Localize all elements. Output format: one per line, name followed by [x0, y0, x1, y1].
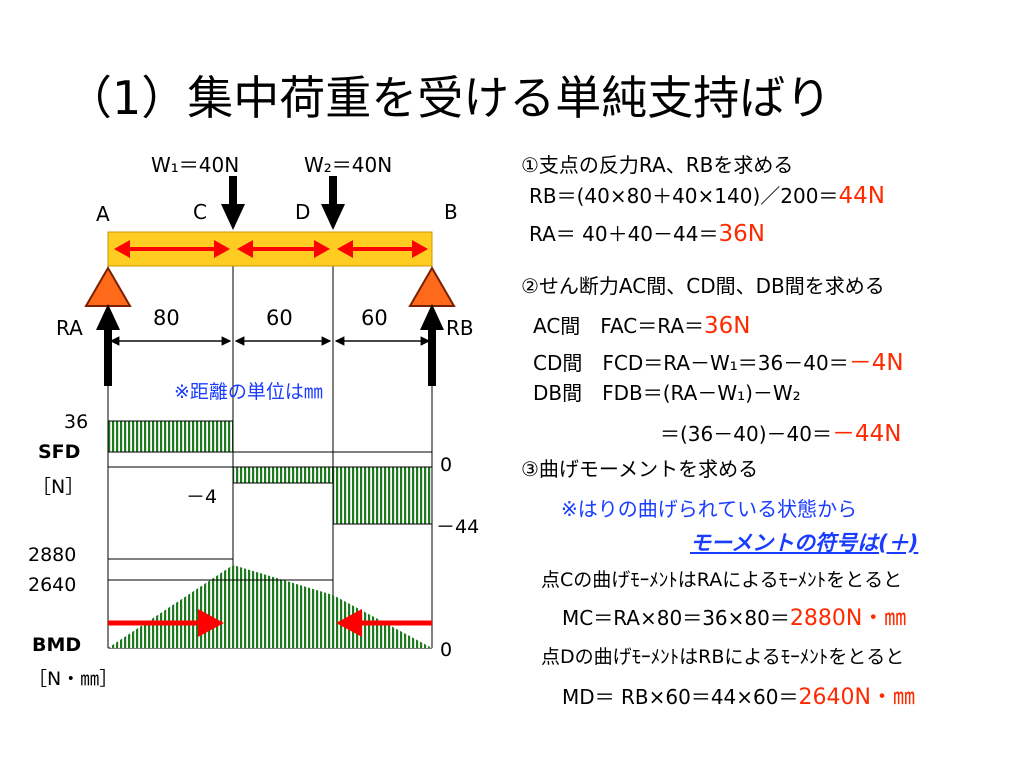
reaction-label-b: RB — [446, 316, 474, 340]
page-title: （1）集中荷重を受ける単純支持ばり — [66, 71, 832, 125]
md-answer: 2640N・㎜ — [798, 685, 915, 710]
mc-equation-text: MC＝RA×80＝36×80＝ — [562, 606, 790, 630]
span-label-db: 60 — [361, 306, 388, 330]
rb-equation: RB＝(40×80＋40×140)／200＝44N — [529, 180, 885, 209]
db-equation-line1: DB間 FDB＝(RA－W₁)－W₂ — [533, 381, 801, 405]
point-c-text: 点Cの曲げﾓｰﾒﾝﾄはRAによるﾓｰﾒﾝﾄをとると — [541, 569, 903, 591]
ac-equation: AC間 FAC＝RA＝36N — [533, 310, 751, 339]
sfd-value-0: 0 — [440, 454, 453, 476]
mc-equation: MC＝RA×80＝36×80＝2880N・㎜ — [562, 600, 906, 632]
cd-equation: CD間 FCD＝RA－W₁＝36－40＝－4N — [533, 343, 904, 377]
reaction-arrow-b — [420, 304, 444, 386]
bmd-area — [108, 565, 432, 648]
bmd-chart — [108, 558, 432, 649]
ra-equation: RA＝ 40＋40－44＝36N — [529, 218, 765, 247]
reaction-label-a: RA — [56, 316, 83, 340]
span-label-ac: 80 — [153, 306, 180, 330]
rb-equation-text: RB＝(40×80＋40×140)／200＝ — [529, 184, 839, 208]
point-label-d: D — [295, 200, 311, 224]
md-equation: MD＝ RB×60＝44×60＝2640N・㎜ — [562, 679, 915, 711]
point-label-b: B — [444, 200, 458, 224]
sfd-value-36: 36 — [64, 411, 89, 433]
sfd-value-m4: －4 — [186, 486, 218, 508]
sfd-block-db — [332, 466, 433, 525]
db-equation-text: ＝(36－40)－40＝ — [660, 422, 832, 446]
bmd-label: BMD — [32, 634, 82, 656]
db-answer: －44N — [831, 421, 902, 447]
ra-answer: 36N — [718, 221, 765, 247]
sfd-block-ac — [107, 420, 234, 453]
db-equation-line2: ＝(36－40)－40＝－44N — [660, 414, 901, 448]
sfd-value-m44: －44 — [436, 516, 480, 538]
bmd-value-2640: 2640 — [28, 574, 77, 596]
rb-answer: 44N — [838, 183, 885, 209]
md-equation-text: MD＝ RB×60＝44×60＝ — [562, 685, 799, 709]
load-label-w2: W₂＝40N — [304, 153, 393, 177]
load-arrow-w1 — [221, 176, 245, 230]
step1-title: ①支点の反力RA、RBを求める — [521, 153, 794, 177]
support-b — [408, 266, 456, 307]
support-a — [84, 266, 132, 307]
ac-equation-text: AC間 FAC＝RA＝ — [533, 314, 705, 338]
span-label-cd: 60 — [266, 306, 293, 330]
cd-answer: －4N — [848, 350, 904, 376]
bmd-moment-arrows — [108, 609, 432, 637]
load-label-w1: W₁＝40N — [151, 153, 240, 177]
load-arrow-w2 — [321, 176, 345, 230]
ra-equation-text: RA＝ 40＋40－44＝ — [529, 222, 719, 246]
sfd-block-cd — [232, 466, 334, 484]
point-label-a: A — [96, 202, 110, 226]
point-d-text: 点Dの曲げﾓｰﾒﾝﾄはRBによるﾓｰﾒﾝﾄをとると — [541, 646, 905, 668]
bending-note: ※はりの曲げられている状態から — [561, 497, 858, 521]
sfd-chart — [107, 420, 433, 525]
bmd-value-0: 0 — [440, 639, 453, 661]
bmd-unit: ［N・㎜］ — [28, 668, 119, 690]
ac-answer: 36N — [704, 313, 751, 339]
sign-rule: モーメントの符号は(＋) — [690, 531, 919, 555]
mc-answer: 2880N・㎜ — [789, 606, 907, 631]
step3-title: ③曲げモーメントを求める — [521, 457, 759, 481]
beam-span-arrows — [114, 240, 428, 258]
sfd-unit: ［N］ — [32, 476, 85, 498]
bmd-value-2880: 2880 — [28, 544, 77, 566]
unit-note: ※距離の単位は㎜ — [174, 381, 323, 403]
reaction-arrow-a — [96, 304, 120, 386]
step2-title: ②せん断力AC間、CD間、DB間を求める — [521, 274, 885, 298]
sfd-label: SFD — [38, 441, 81, 463]
point-label-c: C — [193, 200, 207, 224]
cd-equation-text: CD間 FCD＝RA－W₁＝36－40＝ — [533, 351, 849, 375]
